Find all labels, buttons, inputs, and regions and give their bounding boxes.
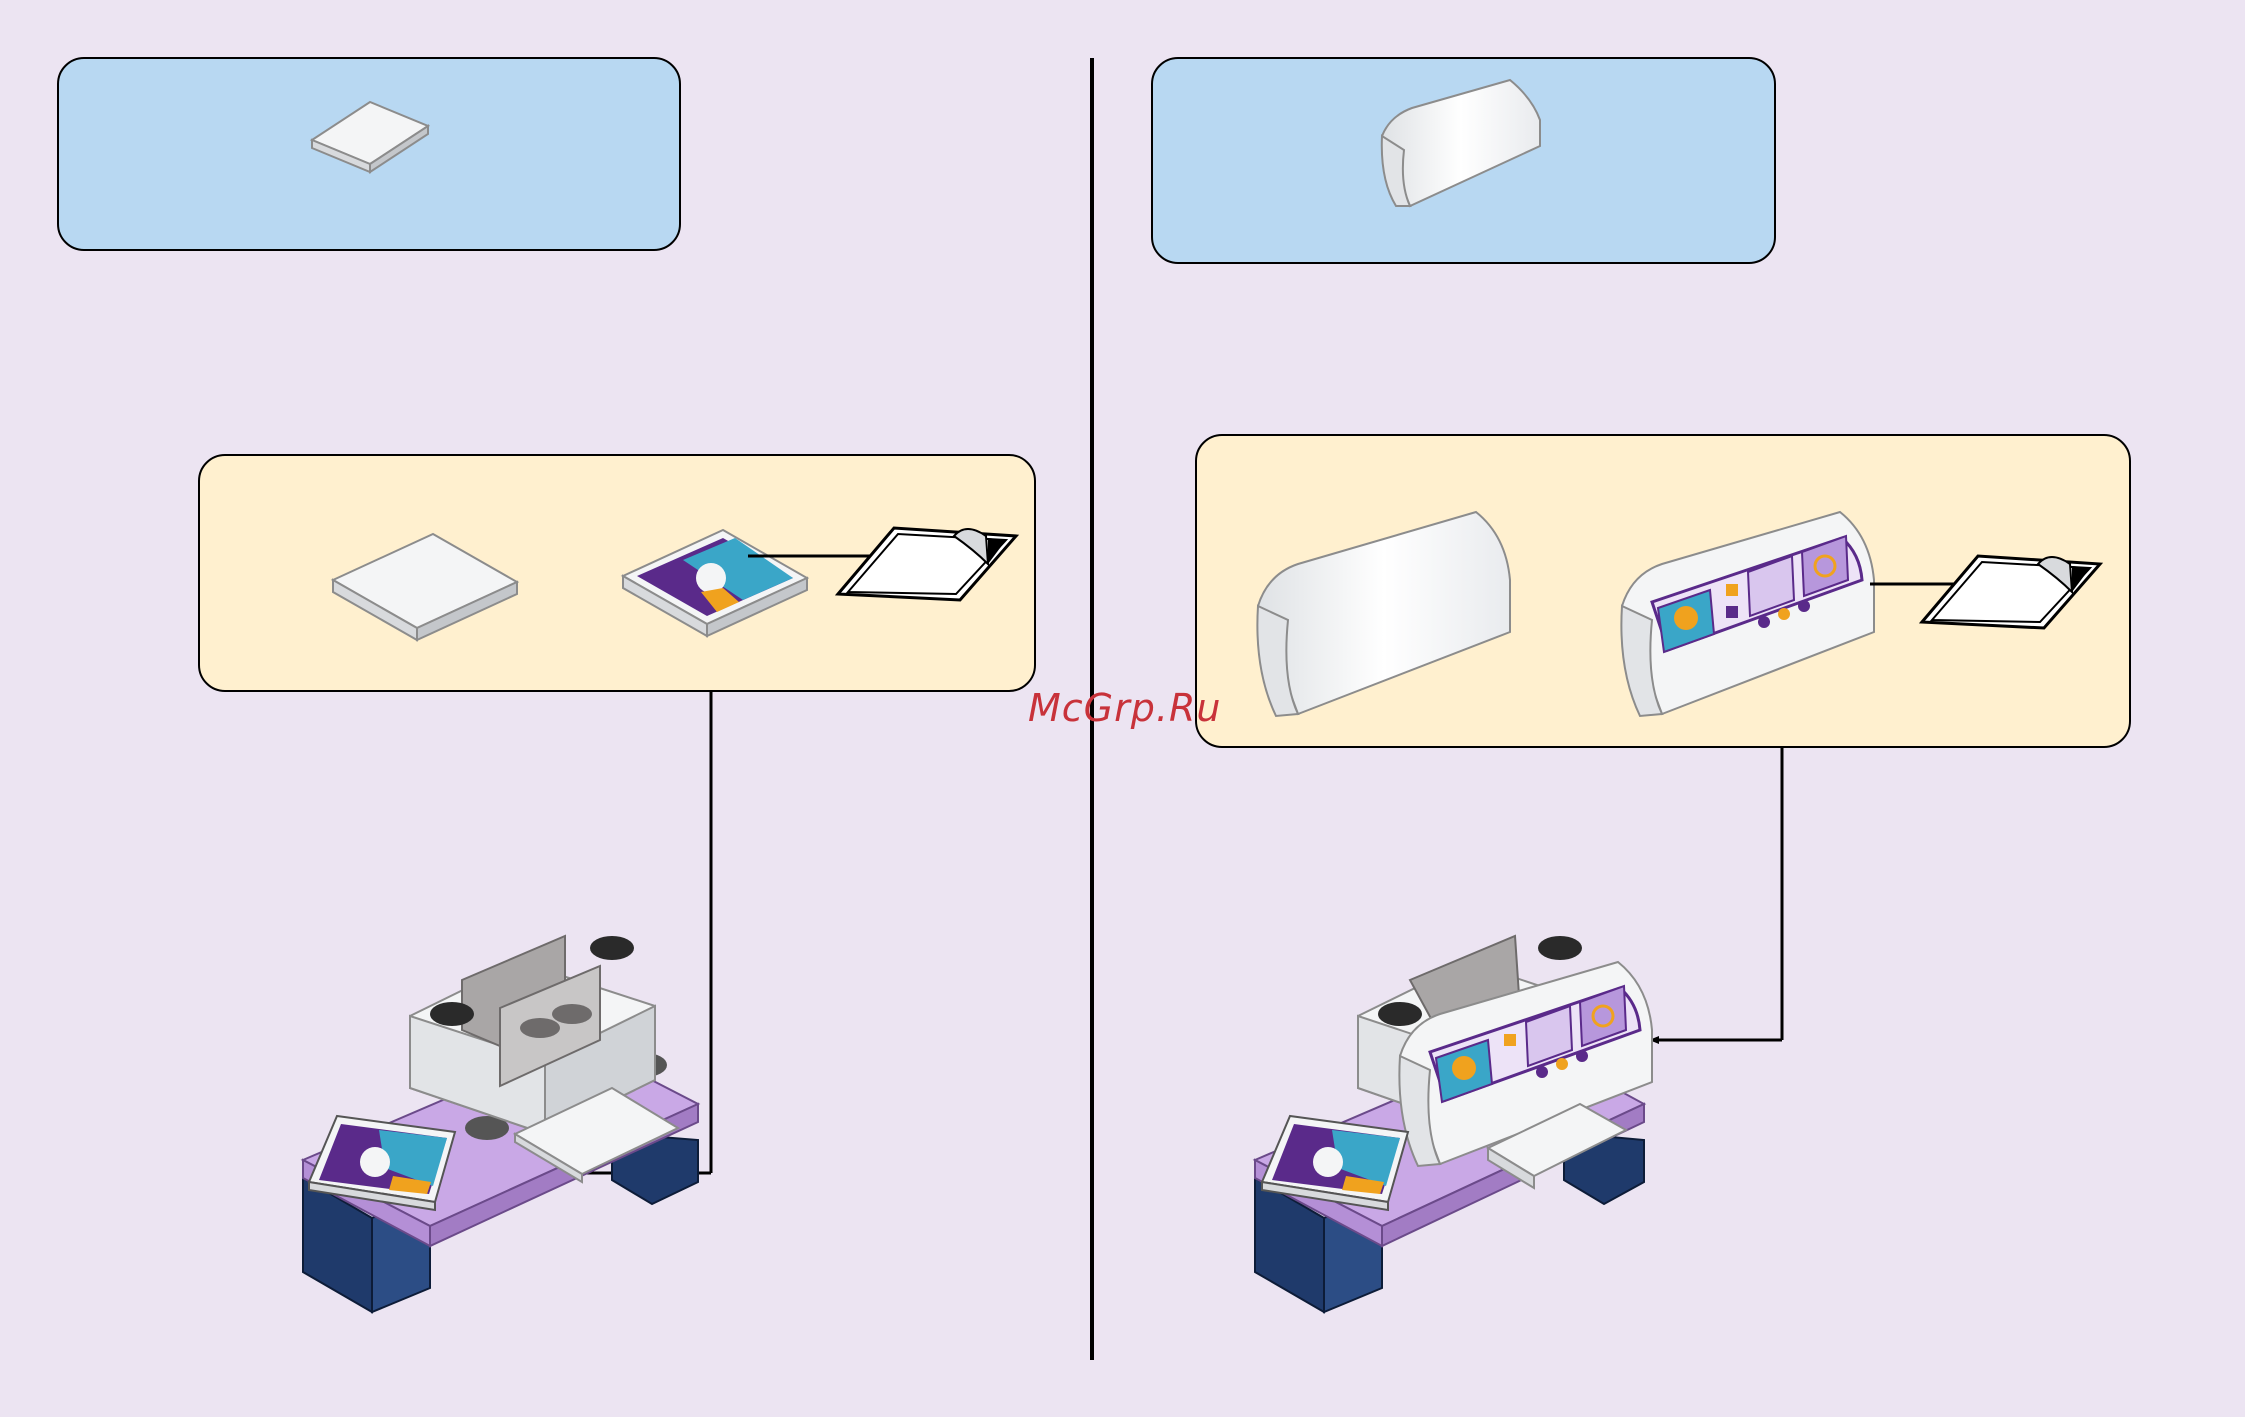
watermark-text: McGrp.Ru — [1028, 686, 1221, 730]
right-step — [1152, 58, 2130, 1312]
left-step — [58, 58, 1035, 1312]
booth-model-icon — [303, 936, 698, 1312]
booth-console-model-icon — [1255, 936, 1652, 1312]
